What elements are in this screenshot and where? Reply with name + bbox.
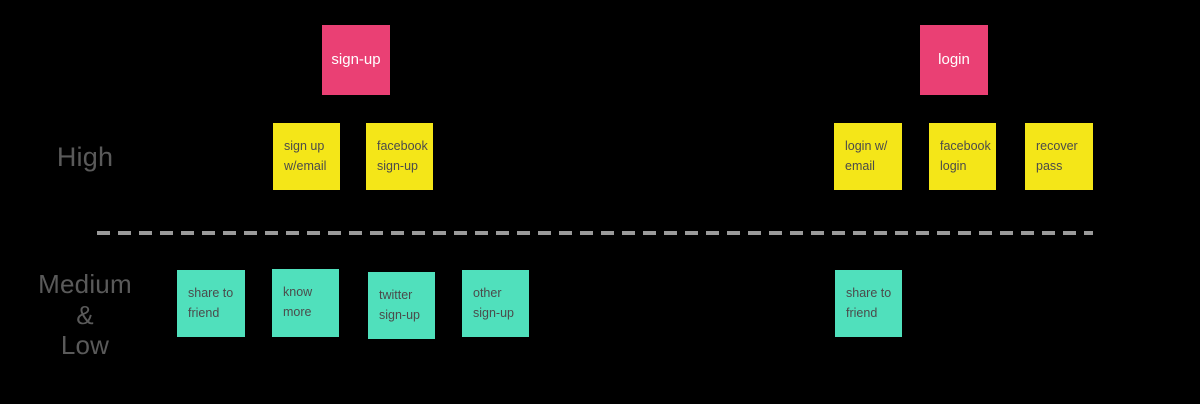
row-label-medium-low: Medium & Low: [38, 269, 132, 361]
row-label-high: High: [56, 142, 114, 172]
epic-card-label: login: [938, 51, 970, 68]
story-card-label: facebook login: [940, 138, 991, 173]
task-card-share-to-friend-login[interactable]: share to friend: [835, 270, 902, 337]
task-card-know-more[interactable]: know more: [272, 269, 339, 337]
story-card-facebook-sign-up[interactable]: facebook sign-up: [366, 123, 433, 190]
priority-divider: [97, 231, 1093, 235]
story-card-sign-up-w-email[interactable]: sign up w/email: [273, 123, 340, 190]
epic-card-login[interactable]: login: [920, 25, 988, 95]
task-card-label: know more: [283, 285, 313, 319]
task-card-share-to-friend-signup[interactable]: share to friend: [177, 270, 245, 337]
epic-card-label: sign-up: [331, 51, 381, 68]
task-card-label: share to friend: [846, 285, 892, 320]
story-card-label: recover pass: [1036, 138, 1078, 173]
story-card-label: sign up w/email: [284, 138, 327, 173]
task-card-label: share to friend: [188, 285, 234, 320]
story-card-facebook-login[interactable]: facebook login: [929, 123, 996, 190]
story-card-login-w-email[interactable]: login w/ email: [834, 123, 902, 190]
story-card-recover-pass[interactable]: recover pass: [1025, 123, 1093, 190]
epic-card-sign-up[interactable]: sign-up: [322, 25, 390, 95]
task-card-label: twitter sign-up: [379, 287, 420, 322]
task-card-other-sign-up[interactable]: other sign-up: [462, 270, 529, 337]
story-card-label: facebook sign-up: [377, 138, 428, 173]
story-card-label: login w/ email: [845, 138, 888, 173]
task-card-twitter-sign-up[interactable]: twitter sign-up: [368, 272, 435, 339]
task-card-label: other sign-up: [473, 285, 514, 320]
